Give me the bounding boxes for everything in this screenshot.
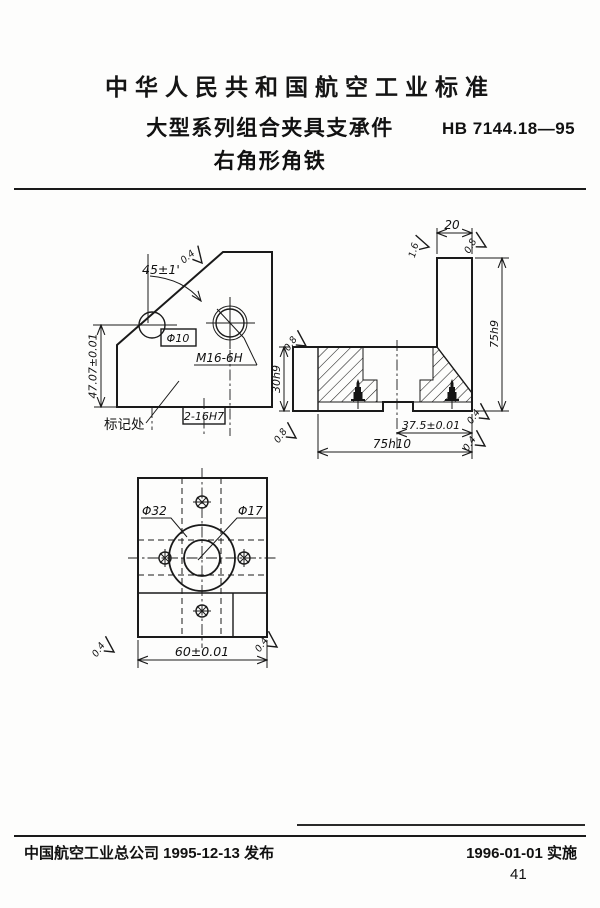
height-right-label: 75h9 xyxy=(488,320,501,348)
marking-stamp-icon xyxy=(445,379,459,409)
front-outline xyxy=(116,251,273,408)
hatch-left xyxy=(317,346,378,403)
footer-implement: 1996-01-01 实施 xyxy=(466,845,577,862)
bottom-view: Φ32 Φ17 60±0.01 0.4 0.4 xyxy=(90,468,279,668)
roughness-value: 0.8 xyxy=(462,237,479,256)
height-dim-label: 47.07±0.01 xyxy=(87,333,100,398)
small-hole xyxy=(193,604,211,618)
holes-note-label: 2-16H7 xyxy=(184,410,224,423)
marking-stamp-icon xyxy=(351,379,365,409)
standard-number: HB 7144.18—95 xyxy=(442,119,576,138)
header-rule xyxy=(14,188,586,190)
circle-phi17 xyxy=(183,539,221,577)
bottom-outline xyxy=(137,477,268,638)
roughness-symbol-column-left: 1.6 xyxy=(407,234,431,259)
hatch-right xyxy=(419,346,473,403)
small-hole xyxy=(237,549,251,567)
marking-leader xyxy=(145,380,180,424)
bottom-centerlines xyxy=(128,468,277,648)
page-header: 中华人民共和国航空工业标准 xyxy=(105,74,495,100)
roughness-value: 0.4 xyxy=(90,641,108,660)
roughness-symbol-column-right: 0.8 xyxy=(462,231,488,256)
footer-issue: 中国航空工业总公司 1995-12-13 发布 xyxy=(24,845,275,862)
title-line-2: 右角形角铁 xyxy=(213,150,327,173)
thread-crosshair xyxy=(206,297,255,349)
section-outline xyxy=(292,257,473,412)
roughness-value: 0.4 xyxy=(461,435,479,454)
roughness-symbol-bottom-left: 0.4 xyxy=(90,635,116,660)
step-lines xyxy=(138,592,267,637)
phi10-label: Φ10 xyxy=(167,332,190,345)
inner-hole-label: Φ17 xyxy=(238,504,263,518)
section-view: 20 1.6 0.8 75h9 30h9 0.8 0.8 37.5±0.01 xyxy=(270,218,509,459)
outer-hole-label: Φ32 xyxy=(142,504,167,518)
phi10-label-box xyxy=(160,328,197,347)
technical-drawing: 2-16H7 Φ10 M16-6H 45±1' 0.4 47.07±0.01 标… xyxy=(87,218,509,668)
width-dim-label: 60±0.01 xyxy=(175,644,229,659)
slot-offset-label: 37.5±0.01 xyxy=(402,419,460,432)
roughness-symbol-right-1: 0.4 xyxy=(465,402,491,426)
top-width-label: 20 xyxy=(444,218,460,232)
thread-label: M16-6H xyxy=(196,351,243,365)
angle-label: 45±1' xyxy=(142,262,180,277)
page-number: 41 xyxy=(510,866,527,883)
base-width-label: 75h10 xyxy=(373,437,412,451)
roughness-symbol-left-bottom: 0.8 xyxy=(272,421,298,446)
inner-hole-leader xyxy=(197,517,266,561)
height-left-label: 30h9 xyxy=(270,365,283,393)
circle-phi32 xyxy=(168,524,236,592)
angle-arc xyxy=(149,275,201,301)
front-centerlines xyxy=(151,350,231,436)
roughness-value: 0.4 xyxy=(179,248,198,266)
roughness-value: 0.8 xyxy=(272,427,290,446)
roughness-value: 1.6 xyxy=(407,242,422,259)
small-hole xyxy=(158,549,172,567)
title-block: 大型系列组合夹具支承件 右角形角铁 xyxy=(0,114,540,177)
footer-rule xyxy=(14,835,586,837)
roughness-value: 0.4 xyxy=(253,636,271,655)
marking-note-label: 标记处 xyxy=(104,417,145,433)
outer-hole-leader xyxy=(141,517,188,538)
thread-leader xyxy=(243,337,258,366)
small-hole xyxy=(193,495,211,509)
roughness-value: 0.8 xyxy=(282,335,300,354)
title-line-1: 大型系列组合夹具支承件 xyxy=(146,117,394,140)
front-view: 2-16H7 Φ10 M16-6H 45±1' 0.4 47.07±0.01 标… xyxy=(87,245,273,436)
roughness-symbol-left-top: 0.8 xyxy=(282,329,308,354)
footer-rule-short xyxy=(297,824,585,826)
